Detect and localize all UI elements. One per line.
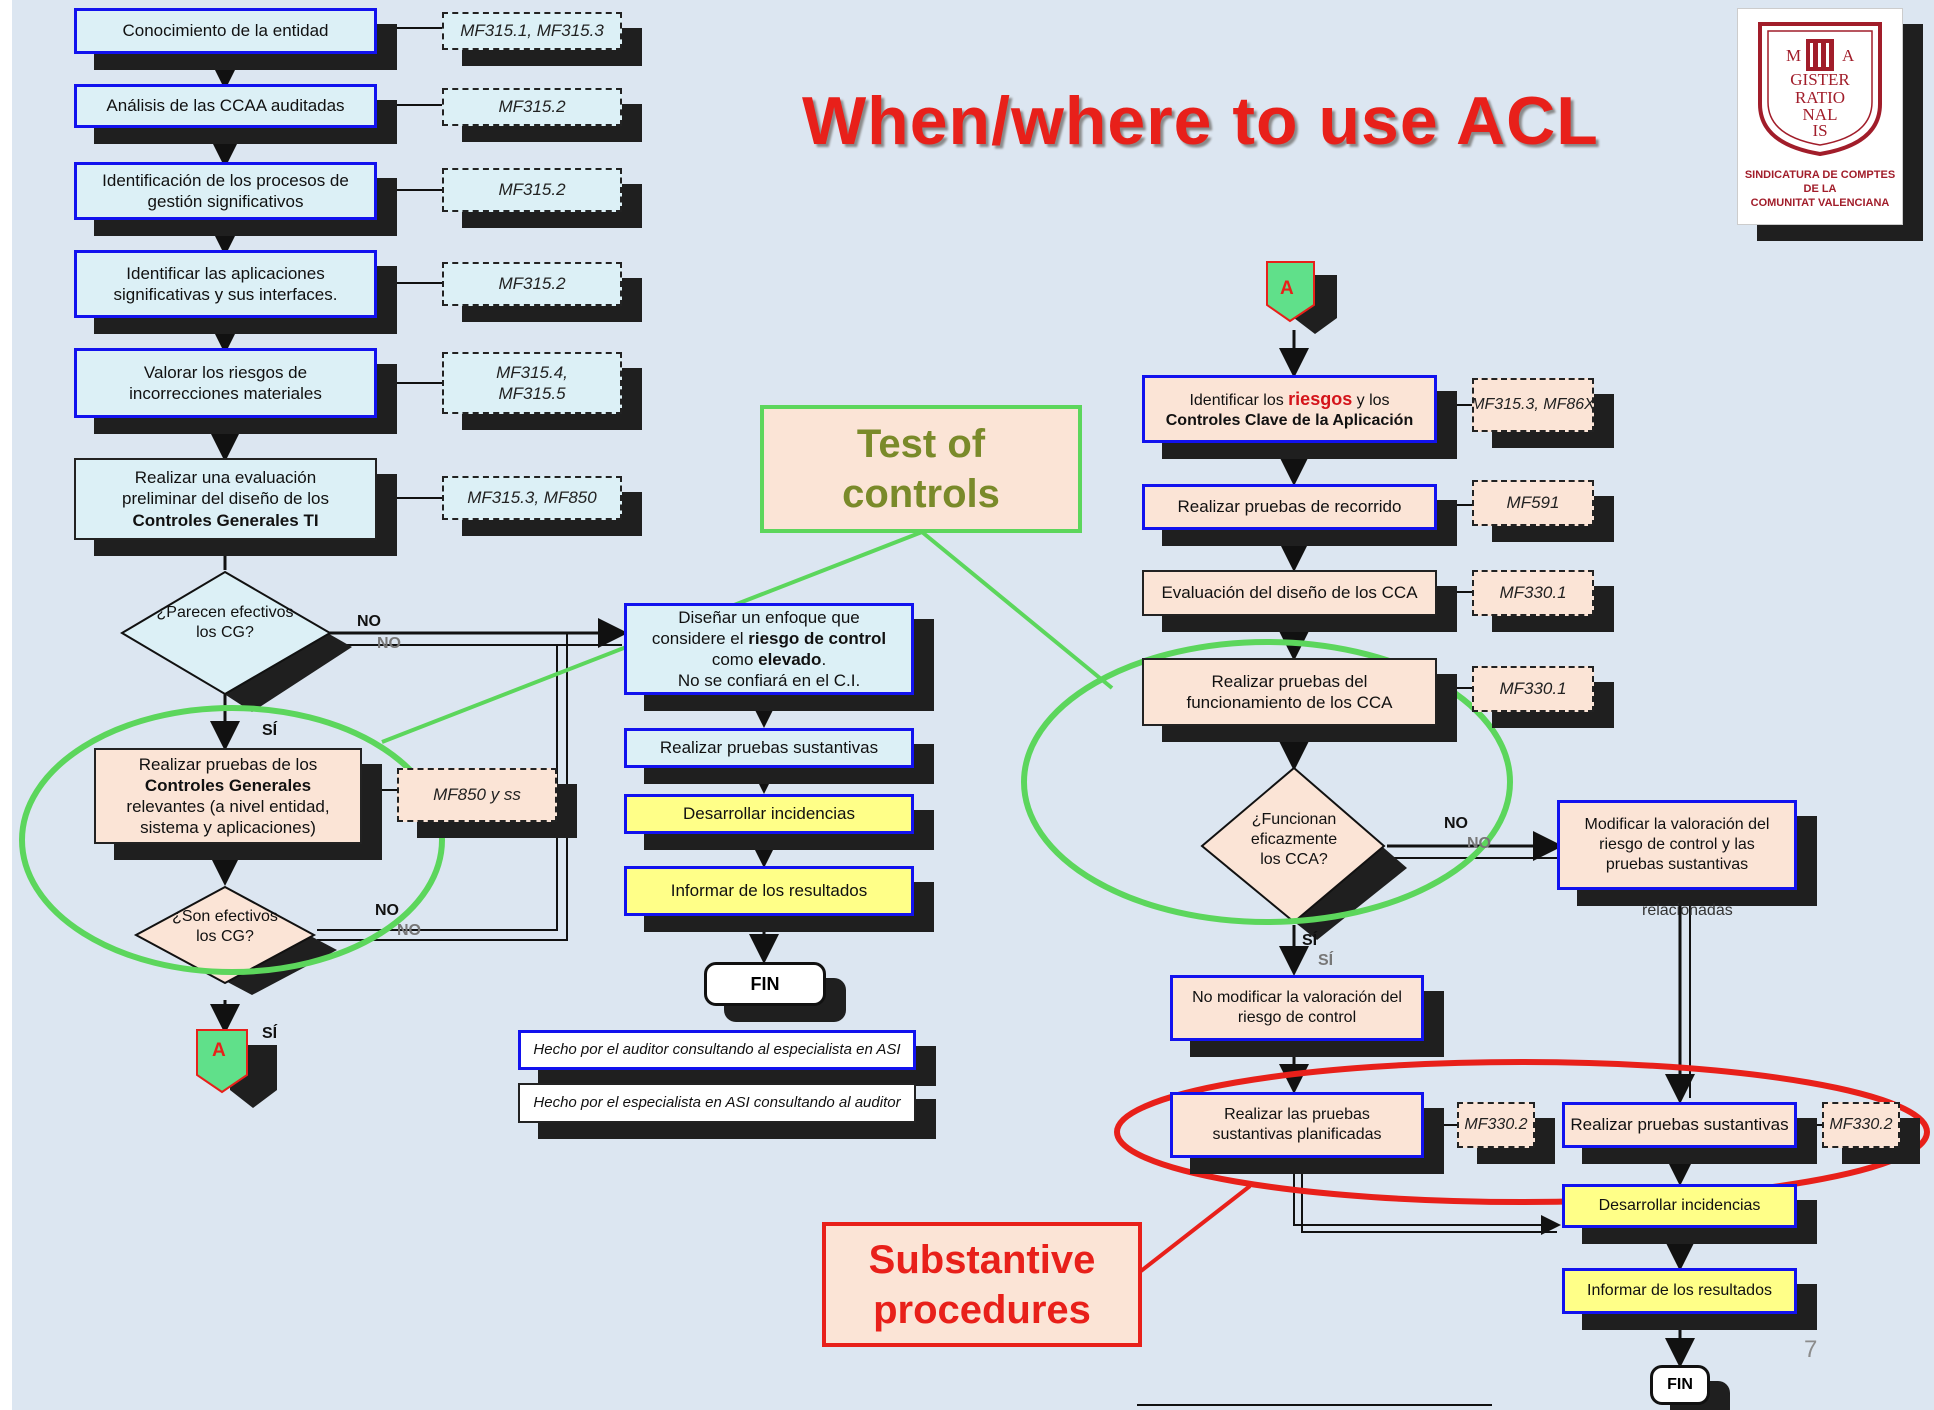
svg-text:A: A (1842, 46, 1855, 65)
step-identify-key-controls: Identificar los riesgos y los Controles … (1142, 375, 1437, 443)
end-mid: FIN (704, 962, 826, 1006)
ref-entity-knowledge: MF315.1, MF315.3 (442, 12, 622, 50)
step-walkthrough-tests: Realizar pruebas de recorrido (1142, 484, 1437, 530)
connector-a-right: A (1280, 278, 1294, 299)
step-design-approach: Diseñar un enfoque que considere el ries… (624, 603, 914, 695)
decision-cca-effective: ¿Funcionan eficazmente los CCA? (1250, 811, 1338, 868)
logo-caption-line-3: COMUNITAT VALENCIANA (1750, 197, 1890, 209)
step-financial-statements: Análisis de las CCAA auditadas (74, 84, 377, 128)
ref-test-general-controls: MF850 y ss (397, 768, 557, 822)
label-si-2: SÍ (262, 1025, 278, 1042)
label-no-2-shadow: NO (397, 922, 421, 939)
label-no-right-shadow: NO (1467, 835, 1491, 852)
step-design-evaluation: Evaluación del diseño de los CCA (1142, 570, 1437, 616)
label-no-2: NO (375, 902, 399, 919)
legend-auditor: Hecho por el auditor consultando al espe… (518, 1030, 916, 1070)
ref-substantive-tests-right: MF330.2 (1822, 1102, 1900, 1148)
svg-text:IS: IS (1812, 121, 1827, 140)
modify-cut-text: relacionadas (1642, 902, 1733, 919)
svg-text:RATIO: RATIO (1795, 88, 1845, 107)
ref-identify-key-controls: MF315.3, MF86X (1472, 378, 1594, 432)
step-test-general-controls: Realizar pruebas de los Controles Genera… (94, 748, 362, 844)
logo-caption-line-2: DE LA (1803, 183, 1837, 195)
step-report-mid: Informar de los resultados (624, 866, 914, 916)
step-entity-knowledge: Conocimiento de la entidad (74, 8, 377, 54)
ref-management-processes: MF315.2 (442, 168, 622, 212)
ref-financial-statements: MF315.2 (442, 88, 622, 126)
label-si-right-shadow: SÍ (1318, 952, 1334, 969)
label-si: SÍ (262, 722, 278, 739)
step-planned-substantive-tests: Realizar las pruebas sustantivas planifi… (1170, 1092, 1424, 1158)
svg-text:M: M (1786, 46, 1801, 65)
institution-logo: M A GISTER RATIO NAL IS SINDICATURA DE C… (1737, 8, 1903, 225)
svg-text:GISTER: GISTER (1790, 70, 1850, 89)
legend-specialist: Hecho por el especialista en ASI consult… (518, 1083, 916, 1123)
svg-text:NAL: NAL (1803, 105, 1838, 124)
ref-operating-tests: MF330.1 (1472, 666, 1594, 712)
step-applications: Identificar las aplicaciones significati… (74, 250, 377, 318)
label-si-right: SÍ (1302, 932, 1318, 949)
connector-a-left: A (212, 1040, 226, 1061)
step-substantive-tests-right: Realizar pruebas sustantivas (1562, 1102, 1797, 1148)
step-incidences-right: Desarrollar incidencias (1562, 1184, 1797, 1228)
step-substantive-tests-mid: Realizar pruebas sustantivas (624, 728, 914, 768)
callout-substantive-procedures: Substantive procedures (822, 1222, 1142, 1347)
step-report-right: Informar de los resultados (1562, 1268, 1797, 1314)
step-management-processes: Identificación de los procesos de gestió… (74, 162, 377, 220)
slide: When/where to use ACL M A GISTER RATIO N… (12, 0, 1934, 1410)
step-operating-tests: Realizar pruebas del funcionamiento de l… (1142, 658, 1437, 726)
step-incidences-mid: Desarrollar incidencias (624, 794, 914, 834)
ref-material-risks: MF315.4, MF315.5 (442, 352, 622, 414)
end-right: FIN (1650, 1365, 1710, 1405)
ref-walkthrough-tests: MF591 (1472, 480, 1594, 526)
ref-planned-substantive-tests: MF330.2 (1457, 1102, 1535, 1148)
label-no-shadow: NO (377, 635, 401, 652)
ref-design-evaluation: MF330.1 (1472, 570, 1594, 616)
ref-preliminary-evaluation: MF315.3, MF850 (442, 476, 622, 520)
label-no-right: NO (1444, 815, 1468, 832)
step-material-risks: Valorar los riesgos de incorrecciones ma… (74, 348, 377, 418)
step-preliminary-evaluation: Realizar una evaluación preliminar del d… (74, 458, 377, 540)
step-modify-risk: Modificar la valoración del riesgo de co… (1557, 800, 1797, 890)
decision-cg-effective: ¿Parecen efectivos los CG? (156, 604, 294, 641)
page-title: When/where to use ACL (802, 83, 1599, 159)
step-no-modify-risk: No modificar la valoración del riesgo de… (1170, 975, 1424, 1041)
decision-cg-effective-2: ¿Son efectivos los CG? (172, 908, 278, 945)
logo-caption-line-1: SINDICATURA DE COMPTES (1744, 169, 1896, 181)
label-no: NO (357, 613, 381, 630)
callout-test-of-controls: Test of controls (760, 405, 1082, 533)
ref-applications: MF315.2 (442, 262, 622, 306)
page-number: 7 (1804, 1336, 1818, 1363)
seal-icon: M A GISTER RATIO NAL IS (1758, 22, 1882, 157)
